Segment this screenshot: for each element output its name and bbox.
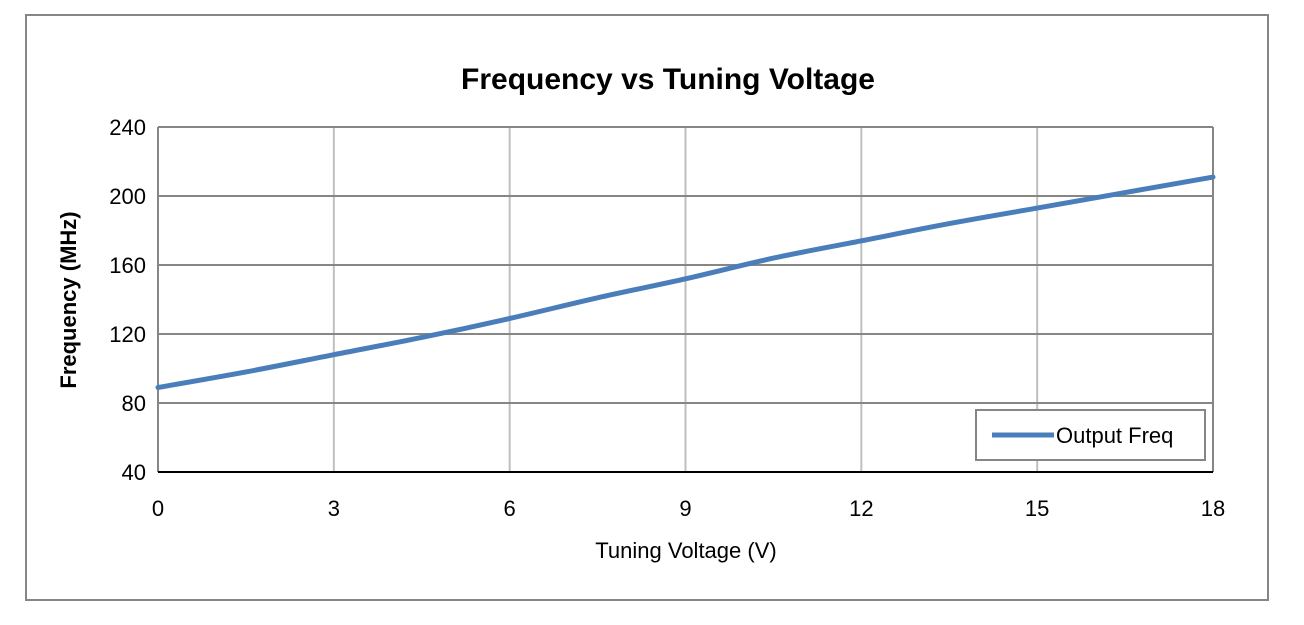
series-line-output-freq <box>155 174 1216 390</box>
x-axis-label: Tuning Voltage (V) <box>595 538 776 563</box>
y-tick-label: 80 <box>122 391 146 416</box>
x-tick-label: 6 <box>504 496 516 521</box>
chart-border <box>25 14 1269 601</box>
y-tick-label: 200 <box>109 184 146 209</box>
y-tick-label: 160 <box>109 253 146 278</box>
x-tick-label: 15 <box>1025 496 1049 521</box>
legend-label: Output Freq <box>1056 423 1173 448</box>
legend: Output Freq <box>975 409 1206 461</box>
x-tick-label: 12 <box>849 496 873 521</box>
x-tick-label: 0 <box>152 496 164 521</box>
chart-title: Frequency vs Tuning Voltage <box>461 63 875 96</box>
x-tick-label: 18 <box>1201 496 1225 521</box>
x-tick-label: 3 <box>328 496 340 521</box>
grid <box>157 126 1214 473</box>
y-tick-label: 40 <box>122 460 146 485</box>
series <box>155 174 1216 390</box>
y-axis-label: Frequency (MHz) <box>56 211 81 388</box>
y-tick-label: 240 <box>109 115 146 140</box>
y-tick-label: 120 <box>109 322 146 347</box>
x-tick-label: 9 <box>679 496 691 521</box>
tick-labels: 0 3 6 9 12 15 18 40 80 120 160 200 240 <box>109 115 1225 521</box>
